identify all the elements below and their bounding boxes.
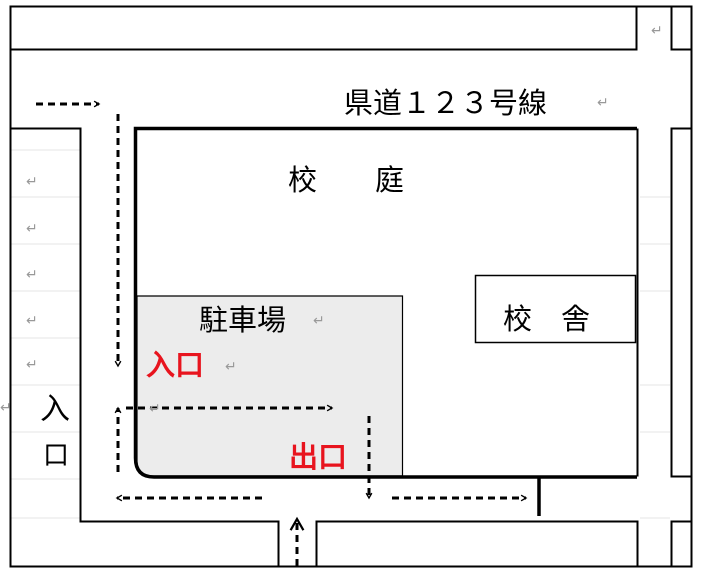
paragraph-mark: ↵ [149,401,161,417]
parking-entrance-label: 入口 [146,348,205,382]
courtyard-label: 校 庭 [288,163,405,197]
paragraph-mark: ↵ [26,174,38,190]
paragraph-mark: ↵ [0,400,12,416]
paragraph-mark: ↵ [26,221,38,237]
side-entrance-label-top: 入 [40,392,70,427]
paragraph-mark: ↵ [225,359,237,375]
school-grounds-boundary [133,126,637,516]
paragraph-mark: ↵ [651,23,663,39]
road-block-outlines [9,5,693,568]
side-entrance-label-bottom: 口 [43,441,70,471]
route-arrows [36,104,526,566]
school-building-label: 校 舎 [503,302,591,336]
paragraph-mark: ↵ [597,95,609,111]
paragraph-mark: ↵ [26,357,38,373]
paragraph-mark: ↵ [313,313,325,329]
road-name-label: 県道１２３号線 [344,86,548,120]
guide-lines [10,149,670,519]
parking-lot-label: 駐車場 [199,303,287,337]
paragraph-mark: ↵ [26,313,38,329]
school-building-block [474,274,637,344]
parking-exit-label: 出口 [289,440,348,474]
paragraph-mark: ↵ [26,267,38,283]
